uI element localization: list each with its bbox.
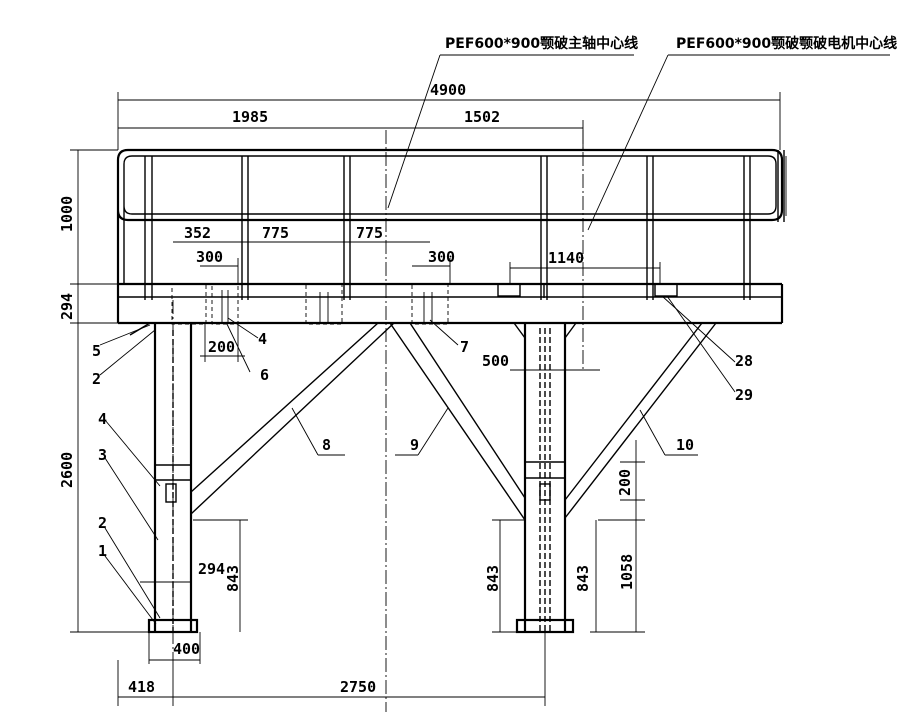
dim-rail-height: 1000	[58, 196, 76, 232]
dim-2750: 2750	[340, 678, 376, 696]
dim-300-left: 300	[196, 248, 223, 266]
dim-843-right-leg-outer: 843	[484, 565, 502, 592]
dim-352: 352	[184, 224, 211, 242]
part-number-29: 29	[735, 386, 753, 404]
part-number-8: 8	[322, 436, 331, 454]
part-number-3: 3	[98, 446, 107, 464]
dim-total-width: 4900	[430, 81, 466, 99]
left-leg	[129, 322, 199, 634]
center-lines	[172, 130, 584, 712]
dim-beam-height: 294	[58, 293, 76, 320]
dim-200-under-beam: 200	[208, 338, 235, 356]
handrail-frame	[116, 148, 787, 300]
part-number-5: 5	[92, 342, 101, 360]
part-number-4-lower: 4	[98, 410, 107, 428]
part-number-4-upper: 4	[258, 330, 267, 348]
dim-left-span: 1985	[232, 108, 268, 126]
dim-843-left-leg: 843	[224, 565, 242, 592]
dim-right-span: 1502	[464, 108, 500, 126]
part-number-6: 6	[260, 366, 269, 384]
dim-300-right: 300	[428, 248, 455, 266]
beam-openings	[171, 283, 678, 325]
diagonal-braces	[190, 322, 717, 521]
dim-leg-height: 2600	[58, 452, 76, 488]
dim-1140: 1140	[548, 249, 584, 267]
dim-400: 400	[173, 640, 200, 658]
part-number-9: 9	[410, 436, 419, 454]
dim-775-left: 775	[262, 224, 289, 242]
part-number-1: 1	[98, 542, 107, 560]
dim-294-lower: 294	[198, 560, 225, 578]
motor-centerline-label: PEF600*900颚破颚破电机中心线	[676, 35, 897, 52]
right-leg	[513, 322, 577, 634]
dim-418: 418	[128, 678, 155, 696]
dim-843-right-leg-inner: 843	[574, 565, 592, 592]
dimension-lines	[70, 92, 781, 706]
part-number-7: 7	[460, 338, 469, 356]
dim-500: 500	[482, 352, 509, 370]
dim-1058: 1058	[618, 554, 636, 590]
part-number-28: 28	[735, 352, 753, 370]
dim-775-right: 775	[356, 224, 383, 242]
part-number-2-lower: 2	[98, 514, 107, 532]
main-shaft-centerline-label: PEF600*900颚破主轴中心线	[445, 35, 638, 52]
leader-lines	[99, 54, 890, 625]
part-number-2-upper: 2	[92, 370, 101, 388]
drawing-text: PEF600*900颚破主轴中心线 PEF600*900颚破颚破电机中心线 49…	[58, 35, 897, 696]
dim-200-right: 200	[616, 469, 634, 496]
part-number-10: 10	[676, 436, 694, 454]
